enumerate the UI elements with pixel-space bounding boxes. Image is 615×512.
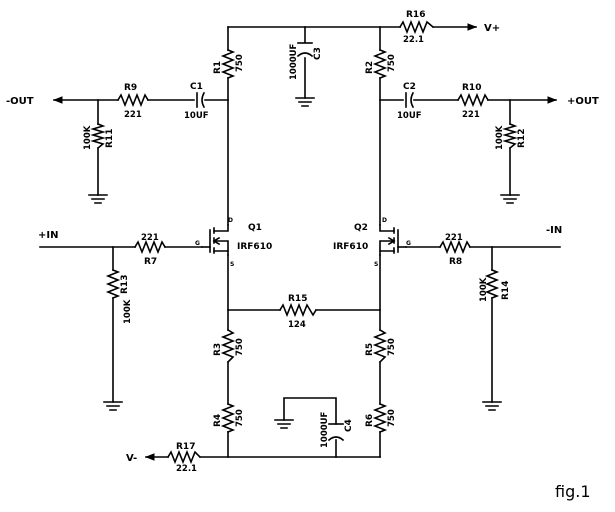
r2-ref: R2: [365, 61, 375, 74]
resistor-r4: [220, 402, 236, 434]
q2-ref: Q2: [354, 223, 368, 233]
net-out-neg-label: -OUT: [6, 96, 34, 107]
r12-ref: R12: [517, 129, 527, 148]
r8-ref: R8: [449, 257, 462, 267]
q1-gate-pin: G: [195, 240, 200, 247]
r13-ref: R13: [120, 275, 130, 294]
ground-symbol-r14: [482, 401, 502, 411]
r15-ref: R15: [288, 294, 307, 304]
r6-ref: R6: [365, 414, 375, 427]
r7-ref: R7: [144, 257, 157, 267]
r15-value: 124: [288, 320, 306, 330]
r13-value: 100K: [123, 299, 133, 324]
r7-value: 221: [141, 233, 159, 243]
q1-source-pin: S: [230, 261, 234, 268]
resistor-r17: [166, 449, 202, 465]
resistor-r5: [372, 328, 388, 364]
r17-ref: R17: [176, 442, 195, 452]
capacitor-c1: [196, 91, 206, 109]
mosfet-q1: [209, 224, 229, 256]
c2-ref: C2: [403, 82, 416, 92]
r6-value: 750: [387, 409, 397, 427]
ground-symbol-r13: [103, 401, 123, 411]
r16-ref: R16: [406, 10, 425, 20]
c2-value: 10UF: [397, 111, 422, 121]
resistor-r6: [372, 402, 388, 434]
c3-value: 1000UF: [289, 43, 299, 80]
r3-ref: R3: [213, 343, 223, 356]
q1-ref: Q1: [248, 223, 262, 233]
r1-ref: R1: [213, 61, 223, 74]
r1-value: 750: [235, 54, 245, 72]
net-out-pos-label: +OUT: [567, 96, 599, 107]
resistor-r10: [456, 92, 490, 108]
c1-ref: C1: [190, 82, 203, 92]
ground-symbol-r12: [500, 194, 520, 204]
q1-part: IRF610: [237, 242, 272, 252]
r9-value: 221: [124, 110, 142, 120]
wires: [39, 26, 561, 458]
capacitor-c2: [405, 91, 415, 109]
q2-part: IRF610: [333, 242, 368, 252]
r8-value: 221: [445, 233, 463, 243]
r11-value: 100K: [83, 125, 93, 150]
r2-value: 750: [387, 54, 397, 72]
net-in-neg-label: -IN: [546, 225, 562, 236]
resistor-r3: [220, 328, 236, 364]
resistor-r16: [398, 19, 435, 35]
resistor-r7: [133, 239, 167, 255]
r4-value: 750: [235, 409, 245, 427]
capacitor-c3: [296, 42, 314, 58]
r17-value: 22.1: [176, 464, 197, 474]
r11-ref: R11: [105, 129, 115, 148]
r12-value: 100K: [495, 125, 505, 150]
c4-value: 1000UF: [320, 411, 330, 448]
c3-ref: C3: [313, 47, 323, 60]
labels: V+ -OUT +OUT +IN -IN V- R16 22.1 R9 221 …: [6, 10, 599, 474]
r9-ref: R9: [124, 83, 137, 93]
r16-value: 22.1: [403, 35, 424, 45]
c4-ref: C4: [344, 419, 354, 432]
resistor-r1: [220, 48, 236, 80]
net-v-minus-label: V-: [126, 453, 137, 464]
ground-symbol-c3: [295, 97, 315, 107]
r14-ref: R14: [501, 281, 511, 300]
resistor-r15: [278, 302, 318, 318]
resistor-r11: [90, 122, 106, 150]
r14-value: 100K: [479, 277, 489, 302]
r4-ref: R4: [213, 414, 223, 427]
c1-value: 10UF: [184, 111, 209, 121]
q2-source-pin: S: [374, 261, 378, 268]
figure-label: fig.1: [555, 482, 591, 501]
q2-gate-pin: G: [406, 240, 411, 247]
resistor-r13: [105, 268, 121, 300]
q1-drain-pin: D: [228, 217, 233, 224]
r3-value: 750: [235, 338, 245, 356]
net-arrows: [53, 23, 557, 461]
mosfet-q2: [379, 224, 407, 256]
q2-drain-pin: D: [382, 217, 387, 224]
resistor-r12: [502, 122, 518, 150]
resistor-r9: [116, 92, 150, 108]
resistor-r8: [438, 239, 472, 255]
r5-value: 750: [387, 338, 397, 356]
r10-ref: R10: [462, 83, 481, 93]
r10-value: 221: [462, 110, 480, 120]
net-in-pos-label: +IN: [38, 230, 58, 241]
ground-symbol-r11: [88, 194, 108, 204]
net-v-plus-label: V+: [484, 23, 500, 34]
resistor-r14: [484, 268, 500, 300]
resistor-r2: [372, 48, 388, 80]
r5-ref: R5: [365, 343, 375, 356]
capacitor-c4: [327, 423, 345, 442]
ground-symbol-c4: [274, 419, 294, 429]
